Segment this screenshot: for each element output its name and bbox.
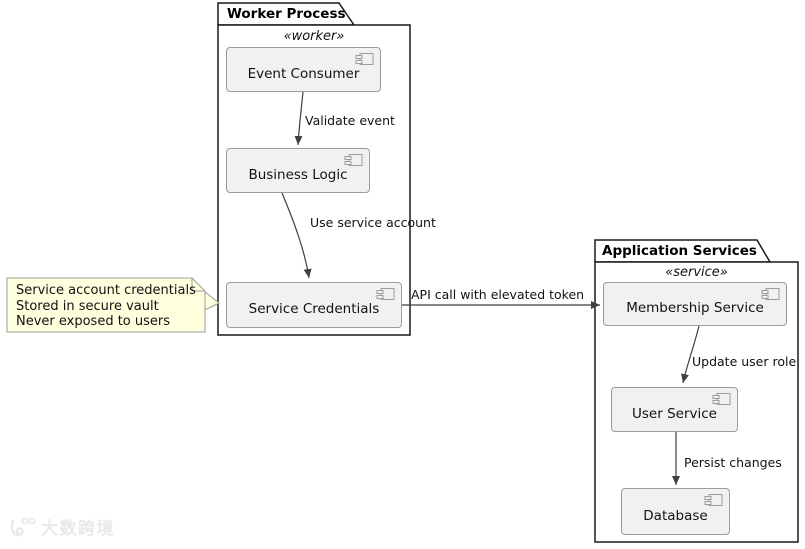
component-label: Event Consumer (247, 65, 360, 82)
note-credentials: Service account credentials Stored in se… (16, 283, 196, 330)
note-fold-icon (191, 278, 205, 292)
component-label: Database (643, 507, 708, 524)
component-icon (712, 393, 731, 406)
edge-use-service-account-arrow (281, 192, 312, 279)
edge-label-api-call: API call with elevated token (411, 287, 585, 302)
component-label: Business Logic (248, 166, 348, 183)
edge-label-validate-event: Validate event (305, 113, 395, 128)
note-line: Service account credentials (16, 283, 196, 298)
note-line: Never exposed to users (16, 314, 171, 329)
component-event-consumer: Event Consumer (226, 47, 381, 92)
component-business-logic: Business Logic (226, 148, 370, 193)
package-application-title: Application Services (602, 243, 757, 259)
component-label: Membership Service (626, 300, 764, 316)
component-label: User Service (632, 405, 717, 422)
component-service-credentials: Service Credentials (226, 282, 402, 328)
watermark-logo-icon (9, 515, 36, 539)
edge-label-persist-changes: Persist changes (684, 455, 782, 470)
component-icon (355, 53, 374, 66)
edge-update-user-role-arrow (681, 325, 700, 384)
note-shape (6, 277, 206, 333)
package-worker-title: Worker Process (227, 6, 346, 22)
component-membership-service: Membership Service (603, 282, 787, 326)
component-icon (761, 288, 780, 301)
note-pointer-shape (204, 290, 220, 311)
package-application-stereotype: «service» (665, 265, 728, 280)
note-line: Stored in secure vault (16, 298, 159, 314)
component-icon (704, 494, 723, 507)
component-label: Service Credentials (248, 301, 380, 317)
edge-label-use-service-account: Use service account (310, 215, 436, 230)
component-user-service: User Service (611, 387, 738, 432)
watermark: 大数跨境 (9, 514, 115, 539)
edge-label-update-user-role: Update user role (692, 354, 797, 369)
component-database: Database (621, 488, 730, 535)
component-icon (376, 288, 395, 301)
edge-validate-event-arrow (294, 91, 304, 146)
watermark-text: 大数跨境 (41, 519, 115, 539)
package-worker-stereotype: «worker» (283, 29, 345, 44)
component-icon (344, 154, 363, 167)
